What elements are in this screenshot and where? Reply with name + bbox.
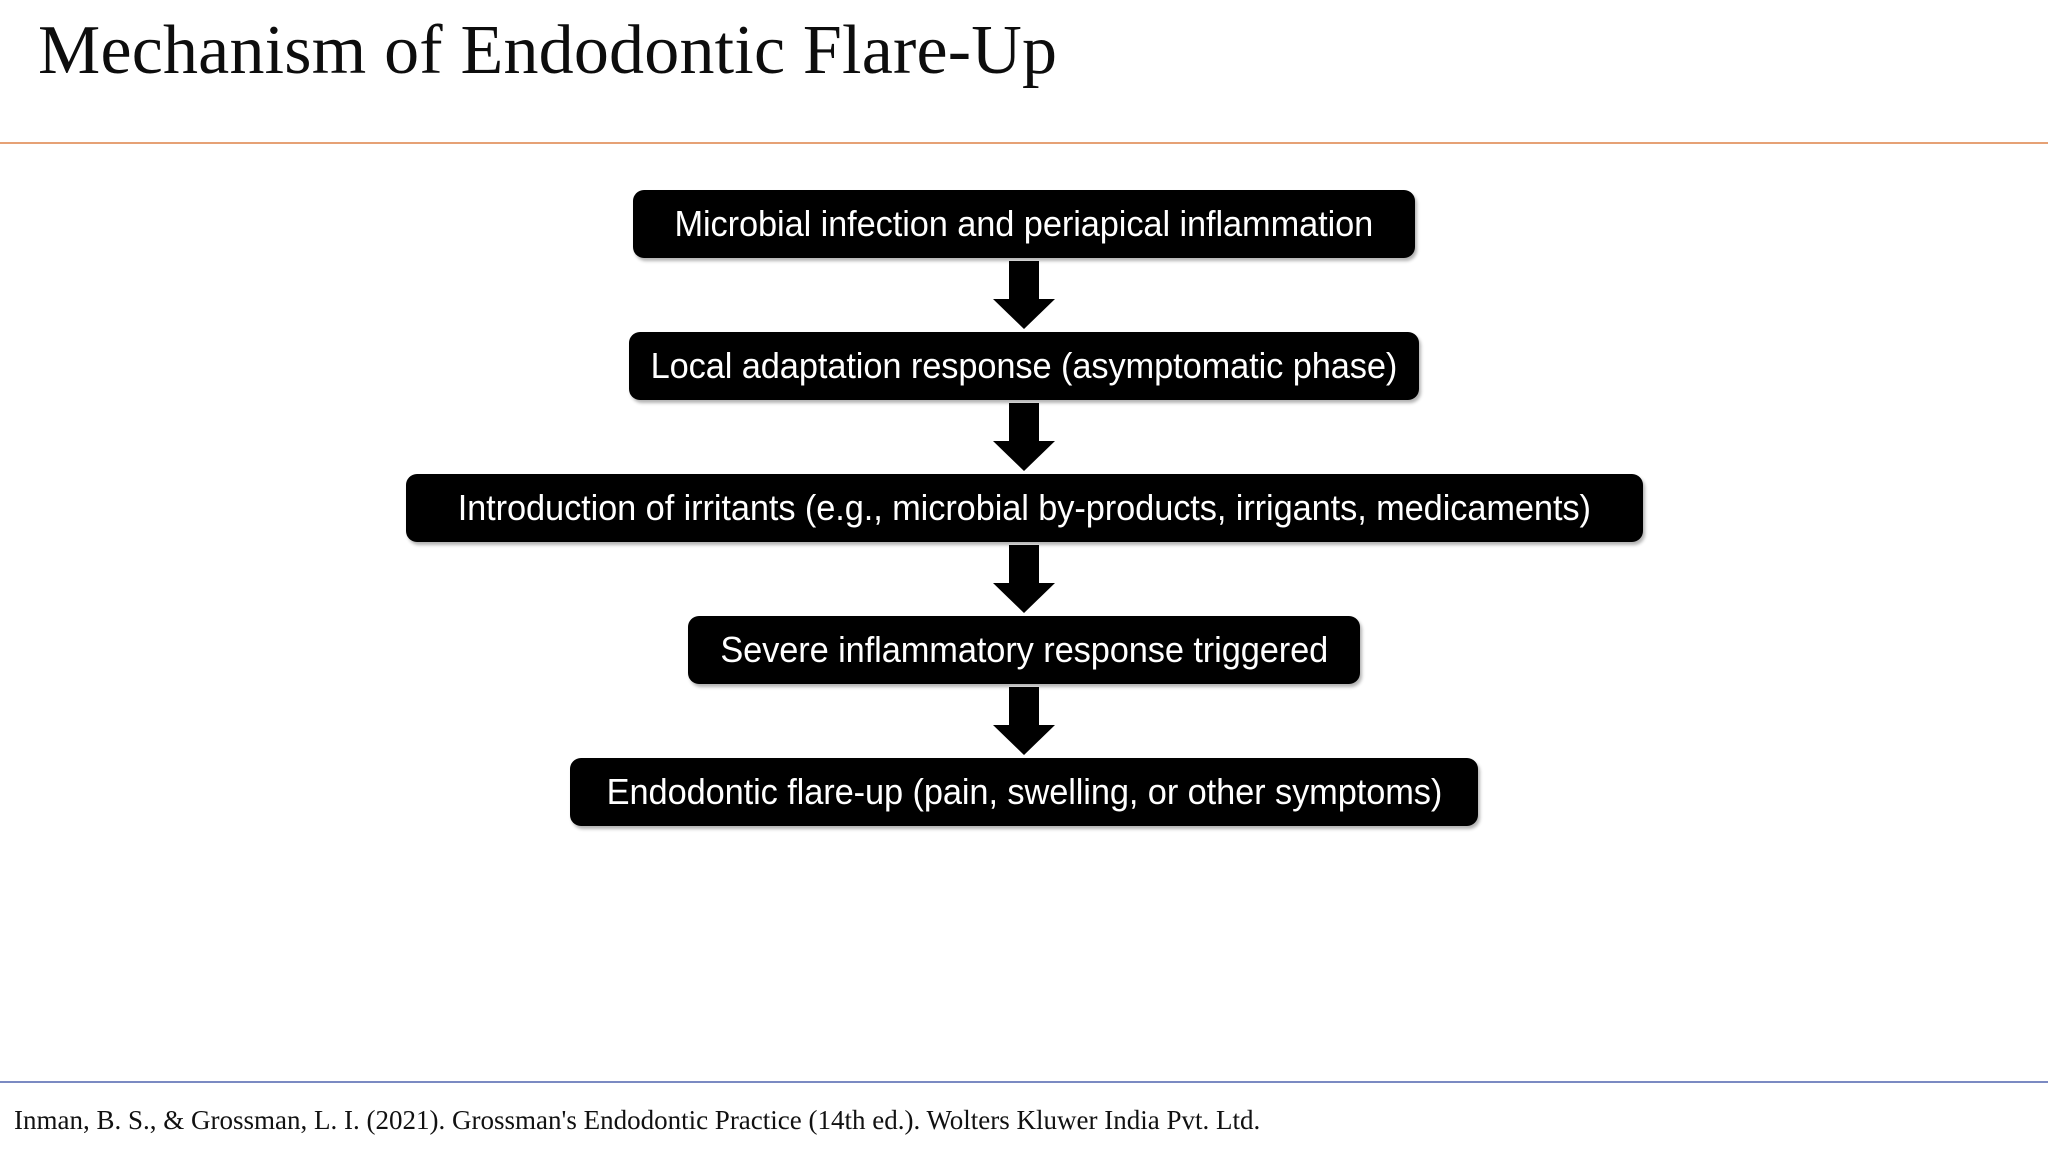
title-area: Mechanism of Endodontic Flare-Up bbox=[0, 0, 2048, 144]
flow-connector-2 bbox=[993, 400, 1055, 474]
flow-step-3-box[interactable]: Introduction of irritants (e.g., microbi… bbox=[405, 474, 1643, 542]
flow-step-1-box[interactable]: Microbial infection and periapical infla… bbox=[633, 190, 1415, 258]
flow-step-4-row: Severe inflammatory response triggered bbox=[688, 616, 1360, 684]
down-arrow-icon bbox=[993, 545, 1055, 613]
flow-step-2-box[interactable]: Local adaptation response (asymptomatic … bbox=[629, 332, 1419, 400]
flow-step-1-label: Microbial infection and periapical infla… bbox=[674, 203, 1374, 244]
flow-connector-1 bbox=[993, 258, 1055, 332]
flow-step-2-label: Local adaptation response (asymptomatic … bbox=[650, 345, 1398, 386]
flow-step-4-box[interactable]: Severe inflammatory response triggered bbox=[688, 616, 1360, 684]
flow-step-3-row: Introduction of irritants (e.g., microbi… bbox=[405, 474, 1643, 542]
flow-step-5-label: Endodontic flare-up (pain, swelling, or … bbox=[606, 771, 1442, 812]
flow-step-2-row: Local adaptation response (asymptomatic … bbox=[629, 332, 1419, 400]
flow-connector-3 bbox=[993, 542, 1055, 616]
flow-connector-4 bbox=[993, 684, 1055, 758]
down-arrow-icon bbox=[993, 687, 1055, 755]
flow-step-5-box[interactable]: Endodontic flare-up (pain, swelling, or … bbox=[570, 758, 1478, 826]
footer-divider bbox=[0, 1081, 2048, 1083]
flowchart: Microbial infection and periapical infla… bbox=[0, 190, 2048, 1020]
title-divider bbox=[0, 142, 2048, 144]
footer-citation: Inman, B. S., & Grossman, L. I. (2021). … bbox=[14, 1105, 1261, 1135]
flow-step-4-label: Severe inflammatory response triggered bbox=[720, 629, 1328, 670]
down-arrow-icon bbox=[993, 261, 1055, 329]
flow-step-5-row: Endodontic flare-up (pain, swelling, or … bbox=[570, 758, 1478, 826]
flow-step-3-label: Introduction of irritants (e.g., microbi… bbox=[457, 487, 1591, 528]
down-arrow-icon bbox=[993, 403, 1055, 471]
page-title: Mechanism of Endodontic Flare-Up bbox=[38, 12, 1058, 89]
flow-step-1-row: Microbial infection and periapical infla… bbox=[633, 190, 1415, 258]
